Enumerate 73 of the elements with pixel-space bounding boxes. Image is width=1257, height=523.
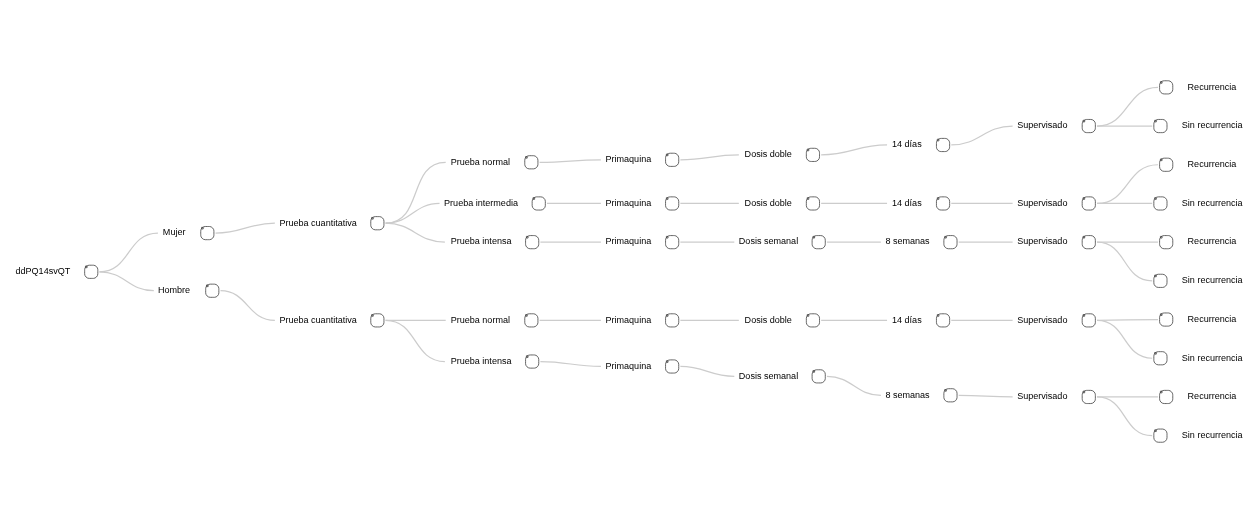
node-label: Hombre: [157, 285, 191, 296]
node-label: Supervisado: [1017, 197, 1068, 208]
node-label: ddPQ14svQT: [15, 266, 71, 277]
connector: [950, 319, 1014, 321]
connector: [546, 202, 602, 205]
node-label: Sin recurrencia: [1181, 197, 1243, 208]
node-label: Prueba cuantitativa: [279, 314, 357, 325]
node-label: 14 días: [891, 197, 922, 208]
connector: [219, 290, 276, 321]
node-label: Primaquina: [605, 197, 652, 208]
node-label: Primaquina: [605, 314, 652, 325]
node-label: Prueba normal: [450, 314, 510, 325]
node-label: Dosis doble: [744, 149, 792, 160]
connector: [1096, 86, 1159, 127]
connector: [820, 319, 888, 321]
connector: [679, 241, 735, 243]
node-label: 8 semanas: [885, 236, 930, 247]
connector: [385, 202, 441, 224]
connector: [385, 319, 446, 363]
node-label: Supervisado: [1017, 391, 1068, 402]
connector: [1096, 125, 1153, 127]
node-label: Dosis semanal: [738, 370, 799, 381]
connector: [679, 365, 735, 377]
connector: [958, 241, 1014, 243]
node-label: Prueba intensa: [450, 355, 512, 366]
connector: [820, 202, 888, 205]
node-label: Recurrencia: [1187, 236, 1237, 247]
connector: [826, 241, 882, 243]
node-label: Sin recurrencia: [1181, 275, 1243, 286]
connector: [1096, 319, 1153, 359]
node-label: Prueba normal: [450, 156, 510, 167]
node-label: Recurrencia: [1187, 159, 1237, 170]
connector: [820, 144, 888, 156]
node-label: Supervisado: [1017, 236, 1068, 247]
node-label: Prueba intensa: [450, 236, 512, 247]
node-label: Dosis doble: [744, 197, 792, 208]
connector: [826, 375, 882, 396]
connector: [98, 271, 155, 292]
node-label: Primaquina: [605, 154, 652, 165]
connector: [1096, 202, 1153, 205]
node-label: Recurrencia: [1187, 81, 1237, 92]
connector: [214, 222, 276, 234]
connector: [679, 319, 740, 321]
node-label: Recurrencia: [1187, 313, 1237, 324]
node-label: 8 semanas: [885, 389, 930, 400]
connector: [1096, 241, 1153, 282]
node-label: 14 días: [891, 314, 922, 325]
node-label: Supervisado: [1017, 314, 1068, 325]
connector: [679, 154, 740, 161]
connector: [679, 202, 740, 205]
connector: [385, 161, 447, 224]
node-label: Recurrencia: [1187, 391, 1237, 402]
connector: [950, 125, 1014, 146]
node-label: Supervisado: [1017, 120, 1068, 131]
connector: [539, 360, 602, 368]
node-label: Dosis semanal: [738, 236, 799, 247]
node-label: Sin recurrencia: [1181, 120, 1243, 131]
node-label: 14 días: [891, 139, 922, 150]
connector: [539, 241, 602, 243]
connector: [1096, 396, 1153, 437]
connector: [538, 159, 602, 163]
node-label: Prueba intermedia: [444, 197, 518, 208]
node-label: Dosis doble: [744, 314, 792, 325]
node-label: Prueba cuantitativa: [279, 217, 357, 228]
node-label: Primaquina: [605, 236, 652, 247]
connector: [958, 394, 1014, 398]
connector: [950, 202, 1014, 205]
node-label: Sin recurrencia: [1181, 429, 1243, 440]
connector: [385, 222, 446, 243]
node-label: Sin recurrencia: [1181, 352, 1243, 363]
node-label: Mujer: [162, 227, 186, 238]
connector: [538, 319, 602, 321]
node-label: Primaquina: [605, 360, 652, 371]
